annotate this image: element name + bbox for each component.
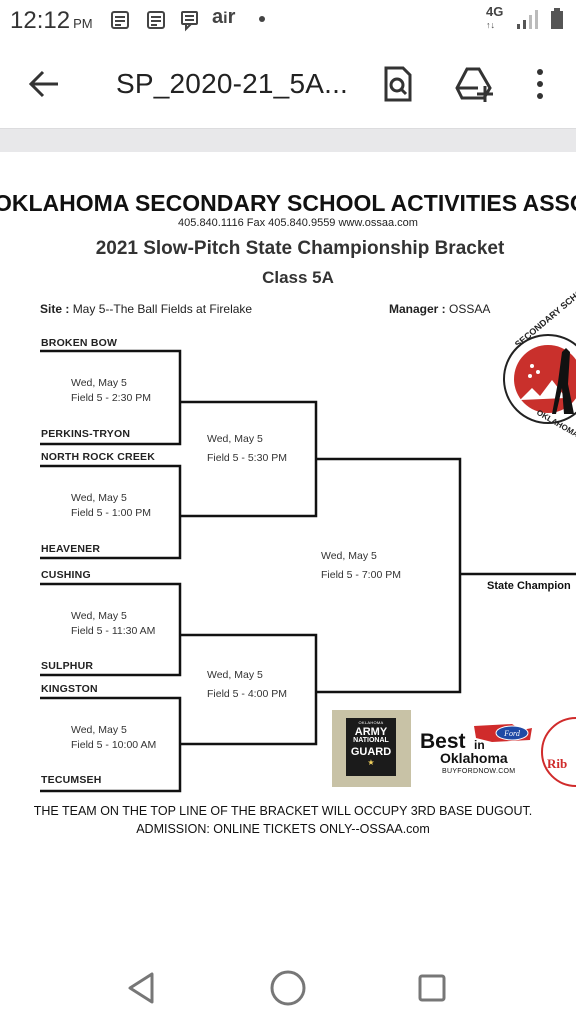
game-date: Wed, May 5 bbox=[321, 550, 377, 562]
air-app-icon: air bbox=[212, 6, 236, 28]
partial-logo-text: Rib bbox=[547, 756, 567, 771]
back-arrow-icon[interactable] bbox=[26, 66, 62, 102]
game-date: Wed, May 5 bbox=[207, 433, 263, 445]
army-sub1-text: NATIONAL bbox=[353, 737, 389, 744]
class-label: Class 5A bbox=[262, 268, 334, 287]
game-field: Field 5 - 11:30 AM bbox=[71, 625, 156, 637]
army-badge: OKLAHOMA ARMY NATIONAL GUARD ★ bbox=[346, 718, 396, 776]
bracket-title: 2021 Slow-Pitch State Championship Brack… bbox=[95, 238, 505, 259]
team-3: NORTH ROCK CREEK bbox=[41, 451, 156, 463]
more-options-icon[interactable] bbox=[520, 64, 560, 104]
manager-value: OSSAA bbox=[449, 302, 491, 316]
contact-line: 405.840.1116 Fax 405.840.9559 www.ossaa.… bbox=[178, 217, 418, 229]
signal-icon bbox=[517, 10, 538, 29]
back-triangle-icon[interactable] bbox=[120, 966, 164, 1010]
chat-icon bbox=[181, 11, 198, 32]
best-in-oklahoma-logo: Ford Best in Oklahoma BUYFORDNOW.COM bbox=[418, 722, 536, 782]
game-date: Wed, May 5 bbox=[71, 377, 127, 389]
game-info-semi-2: Wed, May 5 Field 5 - 4:00 PM bbox=[207, 666, 287, 704]
team-4: HEAVENER bbox=[41, 543, 101, 555]
news-icon bbox=[147, 11, 165, 29]
app-bar: SP_2020-21_5A... bbox=[0, 40, 576, 128]
oklahoma-text: Oklahoma bbox=[440, 750, 508, 766]
game-field: Field 5 - 4:00 PM bbox=[207, 688, 287, 700]
game-info-r1-2: Wed, May 5 Field 5 - 1:00 PM bbox=[71, 491, 151, 521]
best-text: Best bbox=[420, 730, 466, 753]
bracket-lines: SECONDARY SCHOOL OKLAHOMA Rib bbox=[40, 279, 576, 793]
team-1: BROKEN BOW bbox=[41, 337, 118, 349]
ampm-text: PM bbox=[73, 16, 93, 31]
game-date: Wed, May 5 bbox=[207, 669, 263, 681]
site-line: Site : May 5--The Ball Fields at Firelak… bbox=[40, 302, 252, 316]
in-text: in bbox=[474, 738, 485, 752]
game-field: Field 5 - 2:30 PM bbox=[71, 392, 151, 404]
recents-square-icon[interactable] bbox=[410, 966, 454, 1010]
game-info-r1-4: Wed, May 5 Field 5 - 10:00 AM bbox=[71, 723, 156, 753]
find-in-page-icon[interactable] bbox=[378, 64, 418, 104]
state-champion-label: State Champion bbox=[487, 580, 571, 592]
ford-oval-logo: Ford bbox=[474, 724, 532, 742]
game-date: Wed, May 5 bbox=[71, 724, 127, 736]
army-national-guard-logo: OKLAHOMA ARMY NATIONAL GUARD ★ bbox=[332, 710, 411, 787]
organization-name: OKLAHOMA SECONDARY SCHOOL ACTIVITIES ASS… bbox=[0, 190, 576, 216]
game-info-r1-1: Wed, May 5 Field 5 - 2:30 PM bbox=[71, 376, 151, 406]
site-value: May 5--The Ball Fields at Firelake bbox=[72, 302, 253, 316]
game-date: Wed, May 5 bbox=[71, 492, 127, 504]
buyfordnow-url: BUYFORDNOW.COM bbox=[442, 768, 516, 775]
team-5: CUSHING bbox=[41, 569, 91, 581]
game-field: Field 5 - 10:00 AM bbox=[71, 739, 157, 751]
game-info-semi-1: Wed, May 5 Field 5 - 5:30 PM bbox=[207, 430, 287, 468]
site-label: Site : bbox=[40, 302, 70, 316]
game-field: Field 5 - 7:00 PM bbox=[321, 569, 401, 581]
svg-text:Ford: Ford bbox=[503, 729, 521, 738]
army-top-text: OKLAHOMA bbox=[358, 720, 384, 725]
add-to-drive-icon[interactable] bbox=[454, 64, 494, 104]
news-icon bbox=[111, 11, 129, 29]
clock-text: 12:12 bbox=[10, 7, 71, 34]
network-label: 4G↑↓ bbox=[486, 4, 504, 30]
manager-line: Manager : OSSAA bbox=[389, 302, 490, 316]
game-field: Field 5 - 5:30 PM bbox=[207, 452, 287, 464]
army-sub2-text: GUARD bbox=[350, 746, 392, 758]
toolbar-divider bbox=[0, 128, 576, 152]
team-8: TECUMSEH bbox=[41, 774, 102, 786]
network-type: 4G bbox=[486, 4, 504, 19]
manager-label: Manager : bbox=[389, 302, 446, 316]
game-field: Field 5 - 1:00 PM bbox=[71, 507, 151, 519]
team-6: SULPHUR bbox=[41, 660, 94, 672]
star-icon: ★ bbox=[367, 758, 375, 767]
game-info-r1-3: Wed, May 5 Field 5 - 11:30 AM bbox=[71, 609, 155, 639]
document-page[interactable]: OKLAHOMA SECONDARY SCHOOL ACTIVITIES ASS… bbox=[0, 152, 576, 952]
game-info-final: Wed, May 5 Field 5 - 7:00 PM bbox=[321, 547, 401, 585]
army-main-text: ARMY bbox=[354, 726, 388, 738]
partial-sponsor-logo bbox=[541, 717, 576, 787]
dugout-note: THE TEAM ON THE TOP LINE OF THE BRACKET … bbox=[33, 804, 533, 818]
ossaa-seal bbox=[503, 334, 576, 424]
game-date: Wed, May 5 bbox=[71, 610, 127, 622]
team-7: KINGSTON bbox=[41, 683, 98, 695]
document-title: SP_2020-21_5A... bbox=[116, 68, 349, 99]
battery-icon bbox=[551, 8, 563, 29]
team-2: PERKINS-TRYON bbox=[41, 428, 131, 440]
notification-dot bbox=[259, 16, 265, 22]
navigation-bar bbox=[0, 952, 576, 1024]
admission-note: ADMISSION: ONLINE TICKETS ONLY--OSSAA.co… bbox=[136, 822, 430, 836]
home-circle-icon[interactable] bbox=[266, 966, 310, 1010]
